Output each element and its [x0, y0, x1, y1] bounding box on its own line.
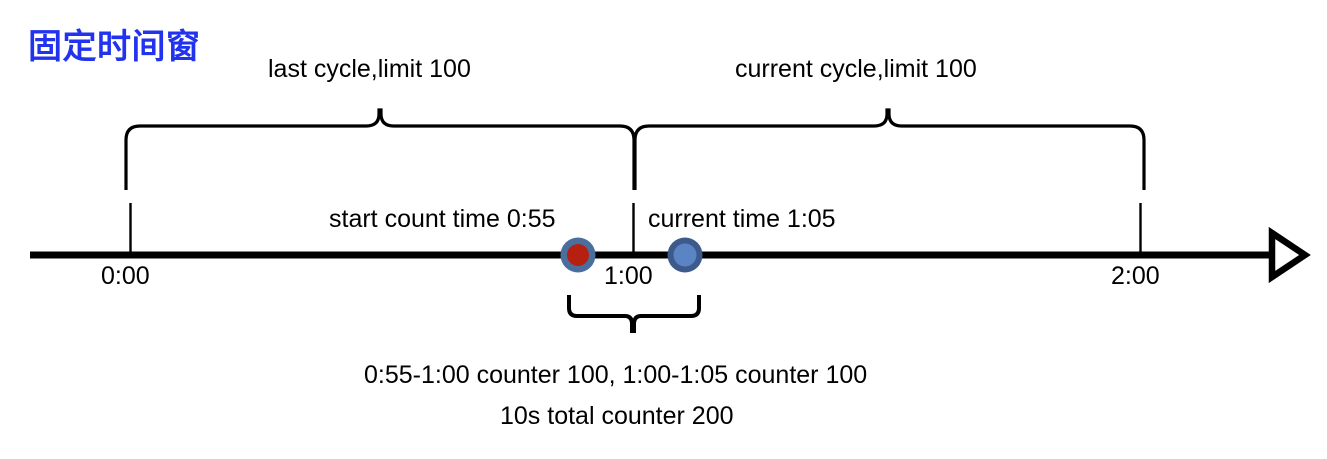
page-title: 固定时间窗 [28, 28, 201, 66]
tick-label-2-00: 2:00 [1111, 262, 1160, 290]
label-last-cycle: last cycle,limit 100 [268, 55, 471, 83]
label-start-count-time: start count time 0:55 [329, 205, 556, 233]
label-current-time: current time 1:05 [648, 205, 836, 233]
brace-last-cycle [124, 108, 636, 190]
label-current-cycle: current cycle,limit 100 [735, 55, 977, 83]
footer-counter-line: 0:55-1:00 counter 100, 1:00-1:05 counter… [364, 361, 868, 389]
current-time-marker [667, 237, 703, 273]
tick-label-1-00: 1:00 [604, 262, 653, 290]
tick-label-0-00: 0:00 [101, 262, 150, 290]
footer-total-line: 10s total counter 200 [500, 402, 734, 430]
brace-current-cycle [633, 108, 1146, 190]
start-count-marker [560, 237, 596, 273]
timeline-arrowhead [1268, 226, 1311, 284]
brace-counted-window [567, 295, 701, 333]
